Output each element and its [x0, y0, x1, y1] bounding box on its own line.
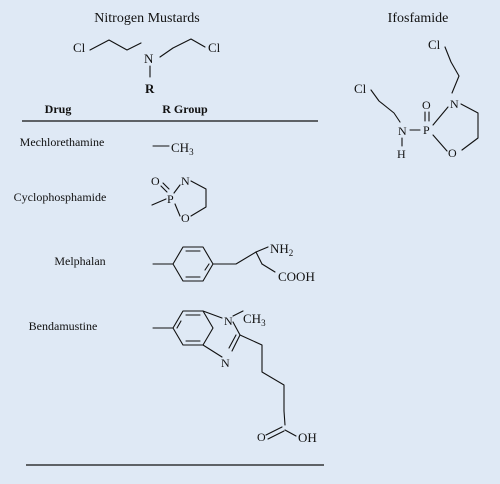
drug-name-cyclophosphamide: Cyclophosphamide: [14, 190, 107, 204]
bond-carbonyl-2: [267, 430, 285, 440]
cyclophosphamide-r-group: O N P O: [151, 174, 207, 225]
bond-c-oh: [284, 429, 297, 437]
drug-name-melphalan: Melphalan: [54, 254, 105, 268]
benzene-ring: [172, 246, 214, 282]
bond-n-methyl: [232, 310, 244, 317]
benzimidazole-benzene: [172, 310, 214, 346]
drug-name-bendamustine: Bendamustine: [29, 319, 98, 333]
atom-o-carbonyl: O: [257, 430, 266, 444]
nitrogen-mustard-structure: Cl N Cl R: [73, 38, 221, 96]
bond-ring: [173, 180, 207, 217]
bond-chain-top: [444, 46, 460, 94]
ifosfamide-structure: Cl N Cl N H P O O: [354, 37, 479, 161]
atom-cl-top: Cl: [428, 37, 441, 52]
melphalan-r-group: NH2 COOH: [152, 241, 315, 284]
bond-p-o-double-1: [160, 185, 168, 193]
atom-cl-left: Cl: [354, 81, 367, 96]
bond-chain-right: [159, 38, 206, 58]
bond-p-o-double-2: [162, 182, 170, 190]
bond-carbonyl-1: [265, 426, 283, 436]
methyl-label: CH3: [171, 140, 194, 157]
atom-h: H: [397, 147, 406, 161]
ifosfamide-title: Ifosfamide: [388, 11, 449, 26]
n-methyl-label: CH3: [243, 311, 266, 328]
atom-cl-left: Cl: [73, 40, 86, 55]
bond-chain-left: [89, 39, 142, 51]
atom-o-oxo: O: [151, 174, 160, 188]
amino-group: NH2: [270, 241, 293, 258]
atom-o-oxo: O: [422, 98, 431, 112]
butanoic-acid-chain: [239, 334, 286, 426]
bond-carboxyl: [261, 263, 276, 273]
bond-p-attachment: [151, 198, 167, 206]
carboxyl-group: COOH: [278, 269, 315, 284]
column-header-r-group: R Group: [162, 102, 208, 116]
oxazaphosphinane-ring: [432, 103, 479, 152]
atom-n-ring: N: [181, 174, 190, 188]
atom-n-amine: N: [398, 124, 407, 138]
bendamustine-r-group: N N CH3 O OH: [152, 310, 317, 445]
benzene-inner-bonds: [185, 250, 210, 278]
bond-chain-left: [370, 89, 401, 123]
drug-name-mechlorethamine: Mechlorethamine: [20, 135, 105, 149]
nitrogen-mustards-title: Nitrogen Mustards: [94, 11, 199, 26]
benzene-inner-bonds: [176, 314, 201, 342]
atom-cl-right: Cl: [208, 40, 221, 55]
imidazole-double-bond: [228, 334, 237, 349]
bond-side-chain: [212, 246, 269, 265]
atom-o-ring: O: [181, 211, 190, 225]
atom-r-group: R: [145, 81, 155, 96]
atom-p: P: [167, 192, 174, 206]
hydroxyl-group: OH: [298, 430, 317, 445]
mechlorethamine-r-group: CH3: [152, 140, 194, 157]
imidazole-ring: [202, 310, 241, 358]
atom-n-center: N: [144, 51, 154, 66]
atom-o-ring: O: [448, 146, 457, 160]
atom-p: P: [423, 123, 430, 137]
atom-n-imine: N: [221, 356, 230, 370]
atom-n-methyl: N: [224, 314, 233, 328]
atom-n-ring: N: [450, 97, 459, 111]
column-header-drug: Drug: [45, 102, 72, 116]
